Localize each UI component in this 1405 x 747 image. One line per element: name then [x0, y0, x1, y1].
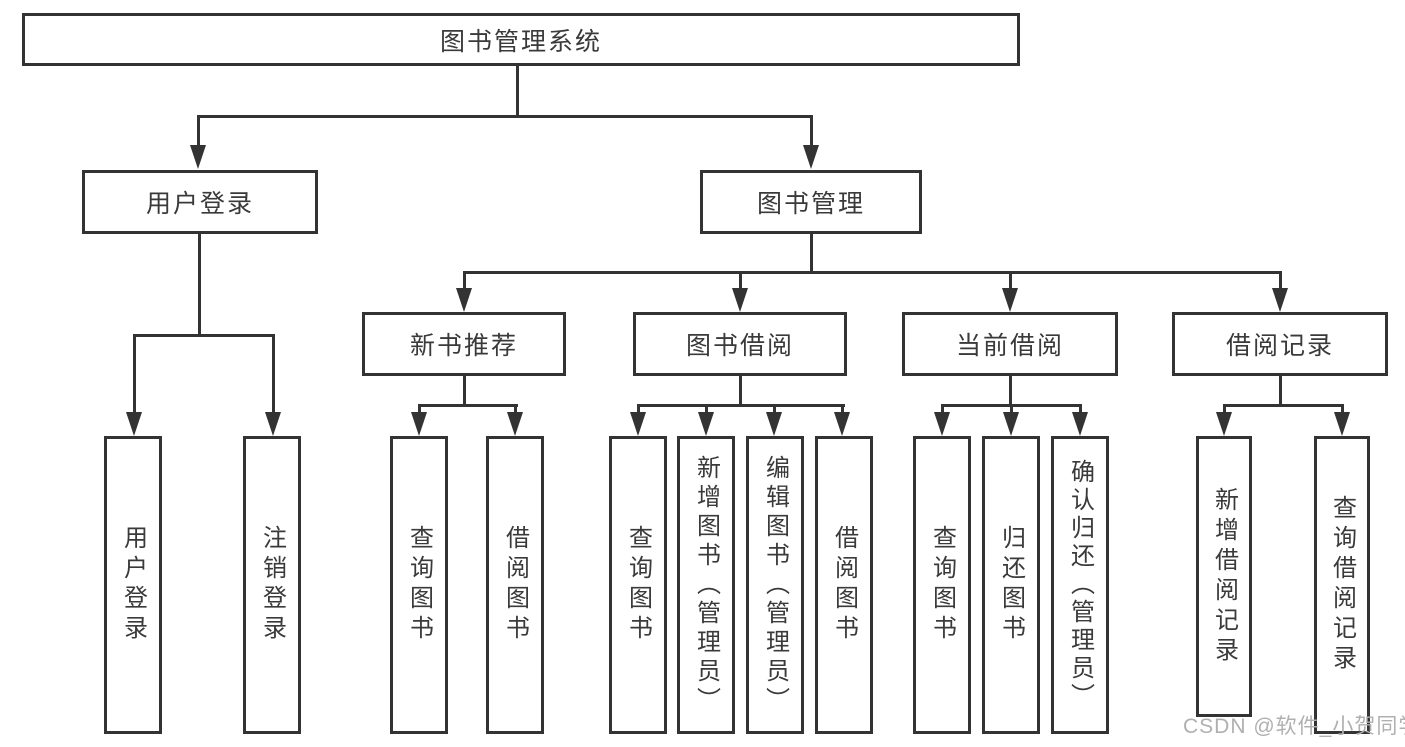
connector-line	[773, 404, 776, 416]
leaf-query-books-current: 查询图书	[913, 436, 971, 734]
node-borrowing-records: 借阅记录	[1172, 312, 1388, 376]
arrow-down-icon	[1272, 288, 1288, 312]
arrow-down-icon	[698, 412, 714, 436]
leaf-add-borrow-record: 新增借阅记录	[1196, 436, 1252, 717]
connector-line	[197, 115, 813, 118]
connector-line	[1279, 271, 1282, 290]
connector-line	[810, 234, 813, 273]
leaf-borrow-books-recommend: 借阅图书	[486, 436, 544, 734]
connector-line	[463, 271, 466, 290]
node-root: 图书管理系统	[22, 13, 1020, 66]
connector-line	[133, 334, 275, 337]
connector-line	[1223, 404, 1226, 416]
connector-line	[705, 404, 708, 416]
arrow-down-icon	[1072, 412, 1088, 436]
arrow-down-icon	[1334, 412, 1350, 436]
leaf-user-login: 用户登录	[104, 436, 162, 734]
connector-line	[810, 115, 813, 146]
leaf-logout-login: 注销登录	[243, 436, 301, 734]
connector-line	[463, 376, 466, 406]
node-book-borrowing: 图书借阅	[633, 312, 847, 376]
connector-line	[1009, 376, 1012, 406]
arrow-down-icon	[630, 412, 646, 436]
connector-line	[418, 404, 518, 407]
leaf-confirm-return-admin: 确认归还（管理员）	[1051, 436, 1109, 734]
connector-line	[272, 334, 275, 416]
leaf-query-books-borrowing: 查询图书	[609, 436, 667, 734]
arrow-down-icon	[126, 412, 142, 436]
arrow-down-icon	[766, 412, 782, 436]
connector-line	[1079, 404, 1082, 416]
node-user-login: 用户登录	[82, 170, 318, 234]
arrow-down-icon	[834, 412, 850, 436]
connector-line	[739, 376, 742, 406]
connector-line	[841, 404, 844, 416]
arrow-down-icon	[265, 412, 281, 436]
connector-line	[133, 334, 136, 416]
arrow-down-icon	[1216, 412, 1232, 436]
connector-line	[516, 66, 519, 117]
leaf-borrow-books-borrowing: 借阅图书	[815, 436, 873, 734]
arrow-down-icon	[803, 145, 819, 169]
leaf-query-books-recommend: 查询图书	[390, 436, 448, 734]
connector-line	[941, 404, 944, 416]
node-book-management: 图书管理	[700, 170, 922, 234]
connector-line	[198, 234, 201, 336]
node-new-book-recommend: 新书推荐	[362, 312, 566, 376]
leaf-query-borrow-record: 查询借阅记录	[1314, 436, 1370, 734]
arrow-down-icon	[456, 288, 472, 312]
arrow-down-icon	[411, 412, 427, 436]
leaf-add-books-admin: 新增图书（管理员）	[677, 436, 735, 734]
connector-line	[1341, 404, 1344, 416]
connector-line	[197, 115, 200, 146]
leaf-return-books: 归还图书	[982, 436, 1040, 734]
leaf-edit-books-admin: 编辑图书（管理员）	[746, 436, 804, 734]
connector-line	[514, 404, 517, 416]
node-current-borrowing: 当前借阅	[902, 312, 1118, 376]
connector-line	[1279, 376, 1282, 406]
connector-line	[1009, 271, 1012, 290]
connector-line	[739, 271, 742, 290]
arrow-down-icon	[1003, 412, 1019, 436]
connector-line	[1010, 404, 1013, 416]
arrow-down-icon	[1002, 288, 1018, 312]
connector-line	[637, 404, 640, 416]
csdn-watermark: CSDN @软件_小贺同学	[1183, 715, 1405, 738]
arrow-down-icon	[507, 412, 523, 436]
arrow-down-icon	[934, 412, 950, 436]
connector-line	[637, 404, 845, 407]
arrow-down-icon	[732, 288, 748, 312]
arrow-down-icon	[190, 145, 206, 169]
connector-line	[463, 271, 1281, 274]
connector-line	[418, 404, 421, 416]
connector-line	[1224, 404, 1343, 407]
